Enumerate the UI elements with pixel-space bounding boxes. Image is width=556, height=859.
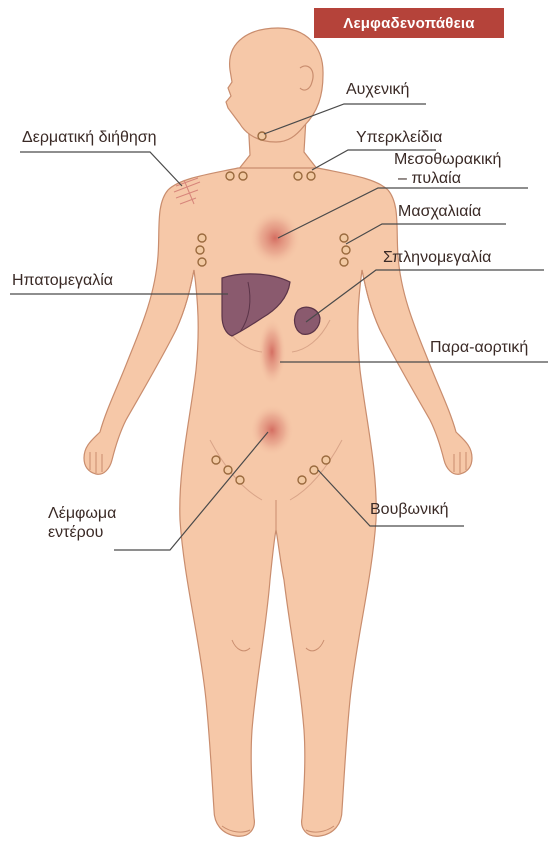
supraclavicular-node: [307, 172, 315, 180]
inguinal-node: [298, 476, 306, 484]
label-intestinal-line2: εντέρου: [48, 523, 116, 542]
label-hepatomegaly: Ηπατομεγαλία: [12, 271, 113, 290]
intestinal-lesion: [250, 404, 294, 456]
axillary-node: [198, 234, 206, 242]
supraclavicular-node: [226, 172, 234, 180]
mediastinal-lesion: [249, 210, 301, 266]
label-intestinal: Λέμφωμα εντέρου: [48, 504, 116, 542]
inguinal-node: [322, 456, 330, 464]
axillary-node: [340, 234, 348, 242]
supraclavicular-node: [239, 172, 247, 180]
diagram-title: Λεμφαδενοπάθεια: [314, 8, 504, 38]
inguinal-node: [236, 476, 244, 484]
axillary-node: [196, 246, 204, 254]
label-axillary: Μασχαλιαία: [398, 202, 481, 221]
axillary-node: [342, 246, 350, 254]
label-inguinal: Βουβωνική: [370, 500, 448, 519]
label-mediastinal-line2: – πυλαία: [394, 169, 501, 188]
label-mediastinal-line1: Μεσοθωρακική: [394, 150, 501, 169]
label-cervical: Αυχενική: [346, 80, 409, 99]
inguinal-node: [212, 456, 220, 464]
label-mediastinal: Μεσοθωρακική – πυλαία: [394, 150, 501, 188]
label-splenomegaly: Σπληνομεγαλία: [383, 248, 491, 267]
label-para-aortic: Παρα-αορτική: [430, 338, 528, 357]
axillary-node: [198, 258, 206, 266]
axillary-node: [340, 258, 348, 266]
label-supraclavicular: Υπερκλείδια: [356, 128, 442, 147]
leader-skin-rash: [20, 152, 182, 186]
label-skin-rash: Δερματική διήθηση: [22, 128, 157, 147]
label-intestinal-line1: Λέμφωμα: [48, 504, 116, 523]
supraclavicular-node: [294, 172, 302, 180]
para-aortic-lesion: [258, 318, 286, 386]
inguinal-node: [310, 466, 318, 474]
inguinal-node: [224, 466, 232, 474]
